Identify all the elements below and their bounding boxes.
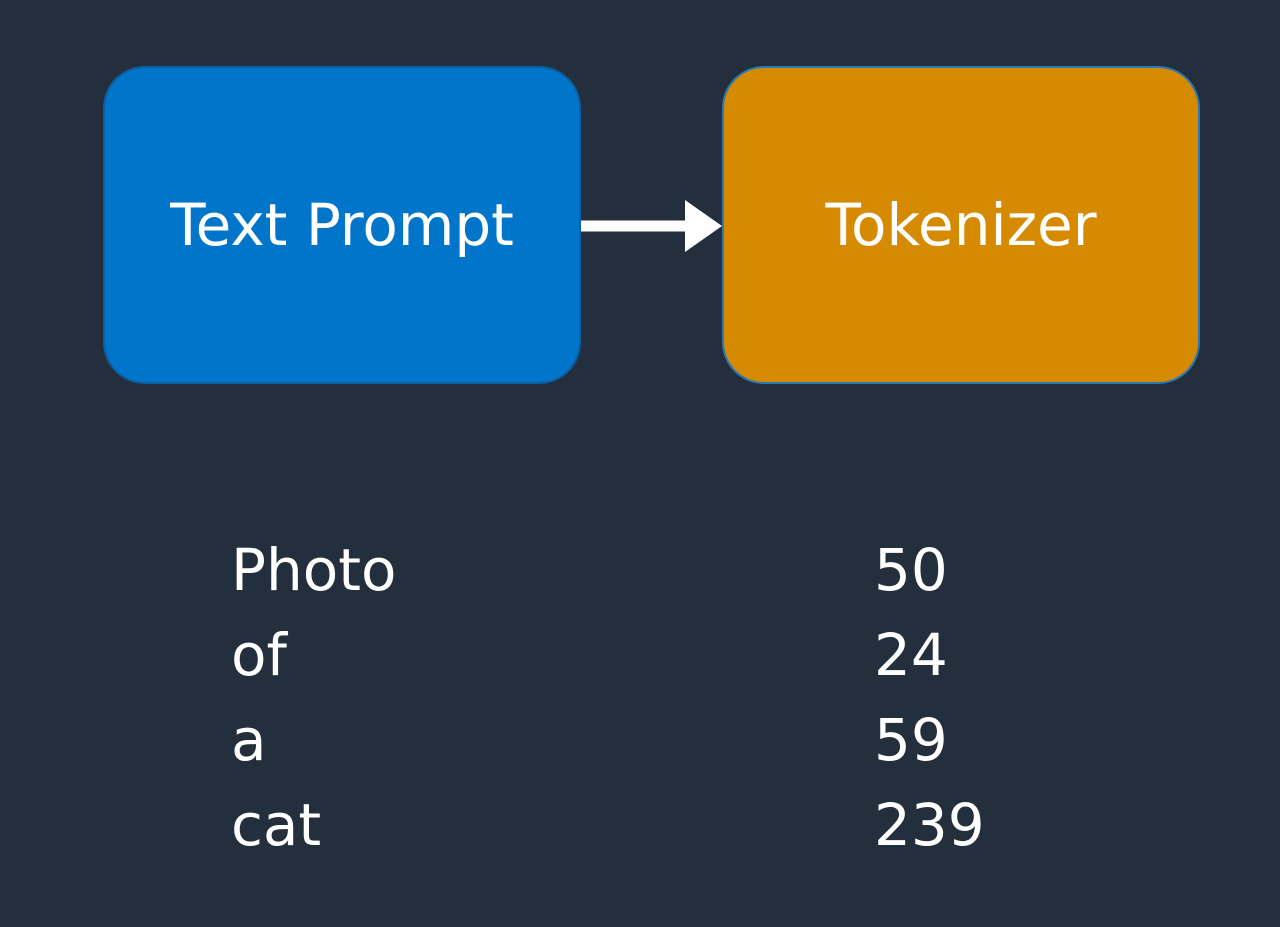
token-id: 59 xyxy=(874,706,948,774)
tokenizer-box: Tokenizer xyxy=(722,66,1200,384)
token-words-list: Photo of a cat xyxy=(231,528,396,868)
token-word: of xyxy=(231,621,287,689)
text-prompt-label: Text Prompt xyxy=(170,191,514,259)
tokenizer-label: Tokenizer xyxy=(825,191,1097,259)
token-word: Photo xyxy=(231,536,397,604)
token-id: 50 xyxy=(874,536,948,604)
token-word: cat xyxy=(231,791,322,859)
token-id: 239 xyxy=(874,791,985,859)
token-ids-list: 50 24 59 239 xyxy=(874,528,985,868)
token-word: a xyxy=(231,706,267,774)
right-arrow-icon xyxy=(581,200,722,252)
text-prompt-box: Text Prompt xyxy=(103,66,581,384)
token-id: 24 xyxy=(874,621,948,689)
